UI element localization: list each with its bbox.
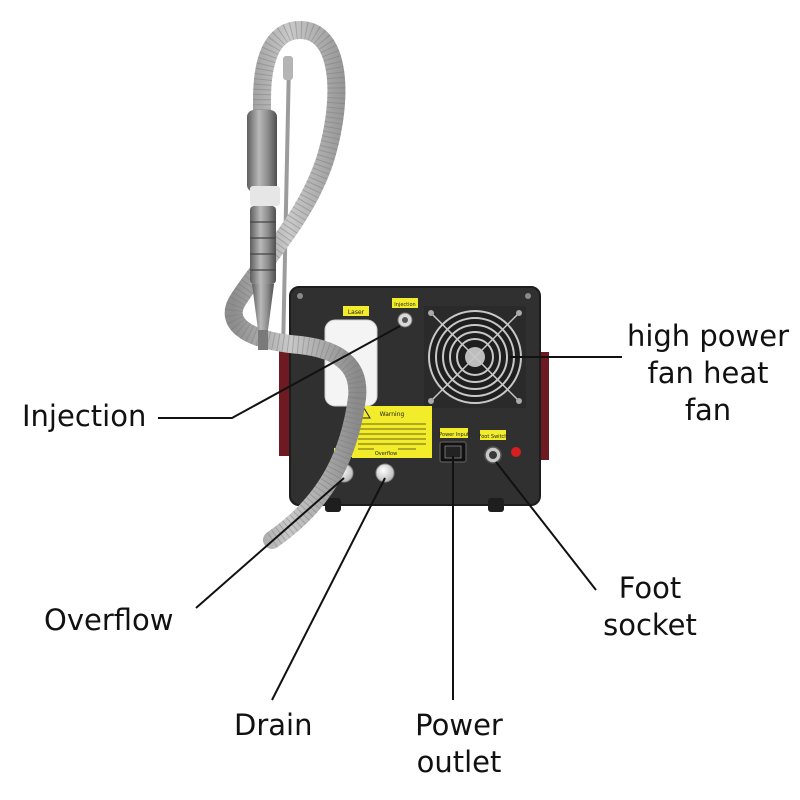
injection-label-text: Injection	[394, 302, 415, 308]
callout-power-outlet: Power outlet	[404, 707, 514, 781]
callout-fan-line-2: fan heat	[647, 356, 769, 390]
side-panel-right	[539, 352, 549, 460]
laser-label-text: Laser	[348, 309, 365, 316]
leader-foot	[495, 461, 597, 591]
leader-injection	[158, 325, 401, 419]
callout-fan-line-1: high power	[626, 319, 790, 353]
hose-ridges	[224, 20, 367, 548]
overflow-label-text: Overflow	[375, 451, 397, 457]
callout-overflow: Overflow	[44, 603, 174, 637]
overflow-label-plate	[374, 448, 398, 457]
drain-knob	[375, 463, 395, 483]
injection-port-hole	[402, 317, 408, 323]
leader-drain	[271, 477, 386, 701]
leader-overflow	[195, 477, 345, 609]
cabinet-edge	[289, 286, 541, 506]
foot-right	[488, 498, 504, 512]
leader-lines	[158, 325, 622, 701]
cooling-fan	[424, 306, 526, 408]
rod-clip	[283, 56, 293, 80]
injection-label-plate	[392, 298, 418, 308]
callout-power-line-2: outlet	[416, 745, 502, 779]
indicator-light	[511, 447, 521, 457]
foot-socket-hole	[489, 451, 497, 459]
laser-label-plate	[343, 306, 369, 316]
callout-foot-line-1: Foot	[618, 571, 682, 605]
callout-injection: Injection	[22, 399, 147, 433]
foot-left	[325, 498, 341, 512]
callout-drain: Drain	[234, 708, 313, 742]
warning-label: Warning	[352, 406, 432, 458]
callout-foot-line-2: socket	[603, 608, 697, 642]
support-rod	[281, 61, 291, 353]
svg-text:Warning: Warning	[380, 411, 405, 418]
callout-power-line-1: Power	[415, 708, 503, 742]
power-label-plate	[440, 428, 468, 438]
screw-top-left	[297, 293, 303, 299]
callout-foot-socket: Foot socket	[588, 570, 712, 644]
callout-fan-line-3: fan	[684, 393, 732, 427]
power-label-text: Power Input	[439, 432, 469, 438]
screw-top-right	[525, 293, 531, 299]
callout-fan: high power fan heat fan	[622, 318, 794, 429]
foot-label-plate	[480, 430, 506, 440]
laser-handpiece	[247, 110, 280, 350]
foot-label-text: Foot Switch	[479, 434, 508, 440]
